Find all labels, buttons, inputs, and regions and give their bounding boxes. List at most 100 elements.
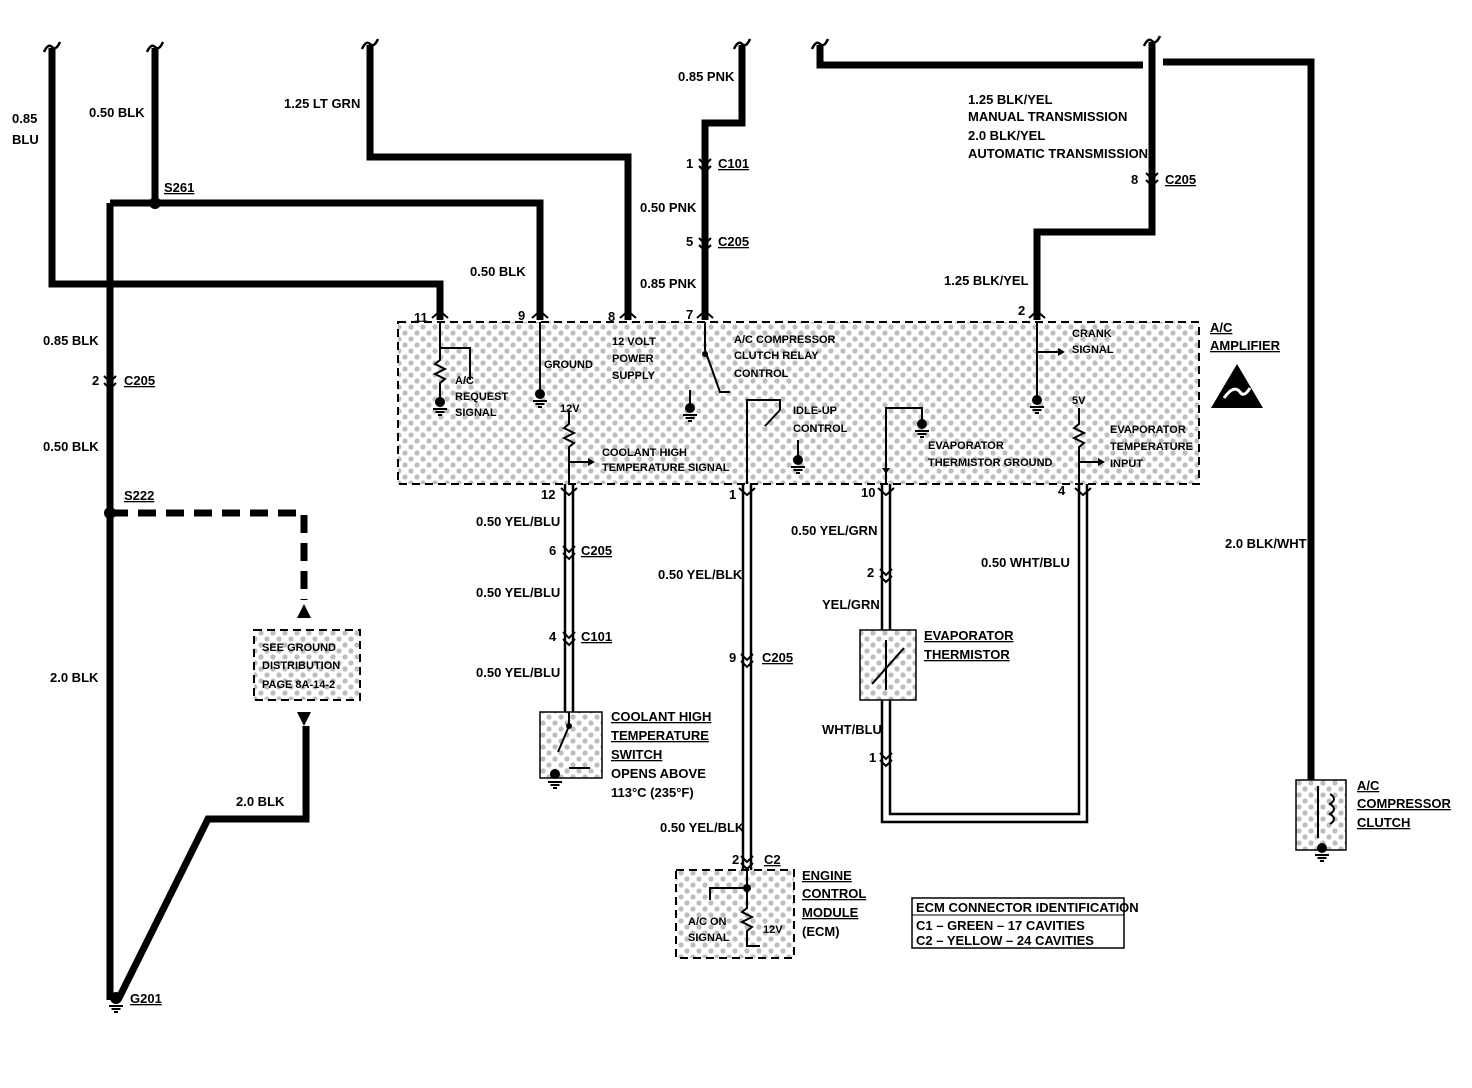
ecm-2: CONTROL [802,886,866,901]
label-c205-yelblk: C205 [762,650,793,665]
wire-085-pnk [701,45,746,320]
coolant-sig-1: COOLANT HIGH [602,447,687,459]
pin-4: 4 [1058,483,1066,498]
label-yelblu-3: 0.50 YEL/BLU [476,665,560,680]
label-blkwht: 2.0 BLK/WHT [1225,536,1307,551]
wire-20-blkwht [1163,58,1315,780]
splice-s222-dot [104,507,116,519]
wire-break-marks [42,34,1162,54]
ecm-12v: 12V [763,924,783,936]
pin-1: 1 [729,487,736,502]
compressor-clutch-component [1295,779,1347,862]
label-c205-top: C205 [718,234,749,249]
pin-c205-blkyel: 8 [1131,172,1138,187]
relay-3: CONTROL [734,368,789,380]
legend-title: ECM CONNECTOR IDENTIFICATION [916,900,1139,915]
evap-gnd-2: THERMISTOR GROUND [928,457,1053,469]
label-yelgrn-2: YEL/GRN [822,597,880,612]
label-blkyel-line1: 1.25 BLK/YEL [968,92,1053,107]
arrow-down-icon [297,712,311,726]
clutch-3: CLUTCH [1357,815,1410,830]
crank-1: CRANK [1072,328,1112,340]
label-c205-yelblu: C205 [581,543,612,558]
ac-request-1: A/C [455,375,474,387]
pin-c101-yelblu: 4 [549,629,557,644]
power-1: 12 VOLT [612,336,656,348]
wire-runs [48,42,1315,1002]
pin-c2: 2 [732,852,739,867]
wire-085-blu [48,48,444,320]
ground-dist-3: PAGE 8A-14-2 [262,679,335,691]
v5-label: 5V [1072,395,1086,407]
label-blkyel-line3: 2.0 BLK/YEL [968,128,1045,143]
v12-label: 12V [560,403,580,415]
internal-labels: A/C REQUEST SIGNAL GROUND 12 VOLT POWER … [455,328,1193,474]
legend-c2: C2 – YELLOW – 24 CAVITIES [916,933,1094,948]
pin-c205-left: 2 [92,373,99,388]
pin-8: 8 [608,309,615,324]
wire-125-blkyel [1033,42,1156,320]
pin-c205-pnk: 5 [686,234,693,249]
label-c205-right: C205 [1165,172,1196,187]
ac-request-3: SIGNAL [455,407,497,419]
clutch-1: A/C [1357,778,1380,793]
ecm-3: MODULE [802,905,859,920]
label-yelgrn-1: 0.50 YEL/GRN [791,523,877,538]
ecm-legend-box [911,897,1125,949]
component-labels: SEE GROUND DISTRIBUTION PAGE 8A-14-2 COO… [262,628,1452,944]
splice-s261-dot [149,197,161,209]
pin-7: 7 [686,307,693,322]
label-blu-085-b: BLU [12,132,39,147]
evap-in-2: TEMPERATURE [1110,441,1193,453]
idle-2: CONTROL [793,423,848,435]
label-blk-085-left: 0.85 BLK [43,333,99,348]
label-c205-left: C205 [124,373,155,388]
coolant-switch-3: SWITCH [611,747,662,762]
legend-c1: C1 – GREEN – 17 CAVITIES [916,918,1085,933]
coolant-sig-2: TEMPERATURE SIGNAL [602,462,730,474]
label-s261: S261 [164,180,194,195]
label-c101-yelblu: C101 [581,629,612,644]
thermistor-2: THERMISTOR [924,647,1010,662]
pin-10: 10 [861,485,875,500]
pin-therm-bot: 1 [869,750,876,765]
pin-11: 11 [414,310,428,325]
power-2: POWER [612,353,654,365]
ecm-sig-1: A/C ON [688,916,727,928]
evap-in-3: INPUT [1110,458,1143,470]
label-blk-050-left: 0.50 BLK [43,439,99,454]
esd-warning-icon [1211,364,1263,408]
relay-2: CLUTCH RELAY [734,350,819,362]
evap-gnd-1: EVAPORATOR [928,440,1004,452]
ground-dist-2: DISTRIBUTION [262,660,340,672]
label-pnk-050: 0.50 PNK [640,200,697,215]
evap-in-1: EVAPORATOR [1110,424,1186,436]
twin-wires [563,484,1089,870]
thermistor-1: EVAPORATOR [924,628,1014,643]
module-name-line2: AMPLIFIER [1210,338,1281,353]
pin-c205-yelblu: 6 [549,543,556,558]
label-whtblu-1: 0.50 WHT/BLU [981,555,1070,570]
relay-1: A/C COMPRESSOR [734,334,836,346]
wire-125-ltgrn [366,45,632,320]
label-c2: C2 [764,852,781,867]
label-blkyel-line4: AUTOMATIC TRANSMISSION [968,146,1148,161]
label-blkyel-line2: MANUAL TRANSMISSION [968,109,1127,124]
power-3: SUPPLY [612,370,656,382]
label-yelblu-1: 0.50 YEL/BLU [476,514,560,529]
module-labels: A/C AMPLIFIER [1210,320,1281,353]
clutch-2: COMPRESSOR [1357,796,1452,811]
ecm-4: (ECM) [802,924,840,939]
ac-amplifier-module [397,321,1200,485]
pin-c205-yelblk: 9 [729,650,736,665]
connector-marks [103,158,1159,871]
label-pnk-085-top: 0.85 PNK [678,69,735,84]
label-blk-050-top: 0.50 BLK [89,105,145,120]
connector-labels: C101 C205 C205 C205 C205 C101 C205 C2 [124,156,1196,867]
module-name-line1: A/C [1210,320,1233,335]
wire-labels: 0.85 BLU 0.50 BLK 1.25 LT GRN 0.85 PNK 1… [12,69,1307,835]
pin-12: 12 [541,487,555,502]
wire-ground-distribution [110,509,308,600]
wire-050-blk-mid [110,199,544,320]
label-whtblu-2: WHT/BLU [822,722,882,737]
